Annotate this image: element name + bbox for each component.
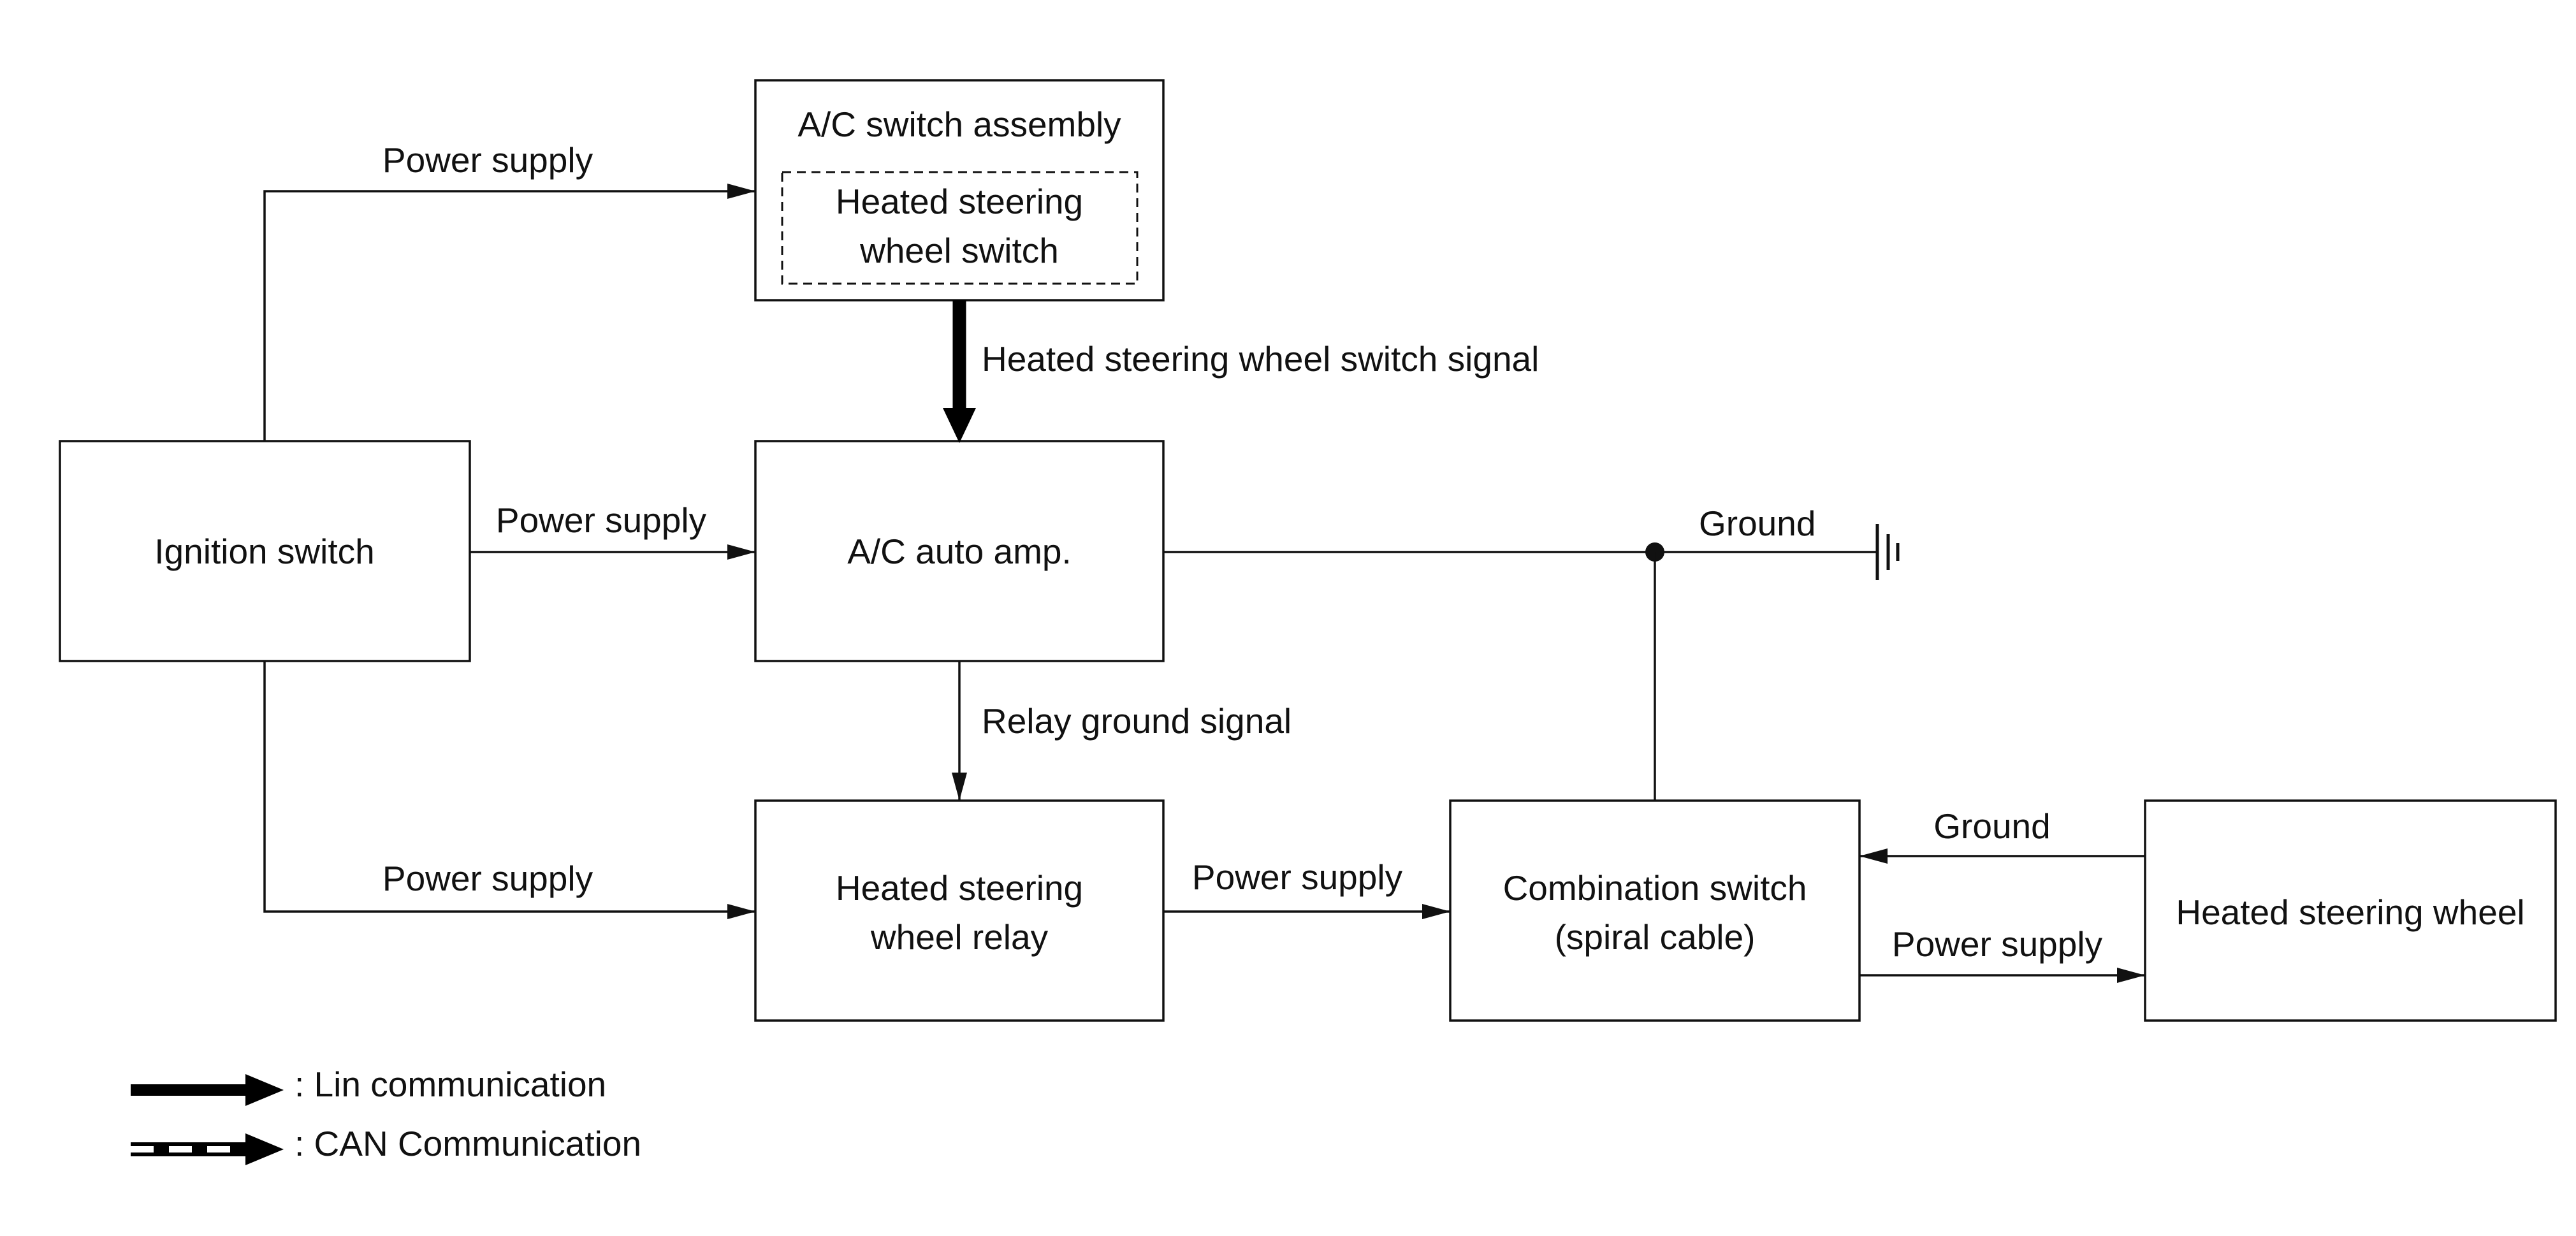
label-power-supply-mid: Power supply [496, 500, 707, 540]
ground-symbol-icon [1875, 524, 1900, 580]
combination-switch-label-line2: (spiral cable) [1555, 917, 1756, 957]
ignition-switch-label: Ignition switch [154, 532, 374, 571]
heated-switch-label-line2: wheel switch [859, 231, 1059, 270]
label-switch-signal: Heated steering wheel switch signal [982, 339, 1539, 379]
combination-switch-label-line1: Combination switch [1503, 868, 1807, 908]
relay-label-line2: wheel relay [870, 917, 1049, 957]
heated-steering-wheel-block: Heated steering wheel [2144, 799, 2557, 1022]
heated-switch-label-line1: Heated steering [836, 182, 1083, 221]
legend: : Lin communication : CAN Communication [131, 1065, 641, 1165]
heated-steering-wheel-relay-block: Heated steering wheel relay [754, 799, 1165, 1022]
lin-switch-signal-arrowhead [943, 408, 976, 443]
label-ground-top: Ground [1699, 504, 1816, 543]
wire-power-ignition-to-relay [263, 661, 755, 919]
ac-auto-amp-label: A/C auto amp. [847, 532, 1072, 571]
legend-lin-arrow-icon [131, 1074, 284, 1106]
label-power-supply-wheel: Power supply [1892, 924, 2103, 964]
relay-label-line1: Heated steering [836, 868, 1083, 908]
label-power-supply-bottom: Power supply [382, 859, 593, 898]
legend-lin-label: : Lin communication [295, 1065, 606, 1104]
wire-power-ignition-to-ac-switch [263, 184, 755, 441]
label-ground-wheel: Ground [1933, 806, 2050, 846]
legend-can-label: : CAN Communication [295, 1124, 641, 1163]
label-power-supply-top: Power supply [382, 140, 593, 180]
heated-steering-wheel-label: Heated steering wheel [2176, 892, 2524, 932]
label-relay-ground-signal: Relay ground signal [982, 701, 1292, 741]
legend-can-arrow-icon [131, 1133, 284, 1165]
ac-auto-amp-block: A/C auto amp. [754, 440, 1165, 662]
ac-switch-assembly-block: A/C switch assembly Heated steering whee… [754, 79, 1165, 302]
heated-steering-wheel-switch-block [781, 171, 1139, 285]
ac-switch-assembly-label: A/C switch assembly [797, 105, 1121, 144]
combination-switch-block: Combination switch (spiral cable) [1449, 799, 1861, 1022]
label-power-supply-relay: Power supply [1192, 857, 1403, 897]
ignition-switch-block: Ignition switch [59, 440, 471, 662]
